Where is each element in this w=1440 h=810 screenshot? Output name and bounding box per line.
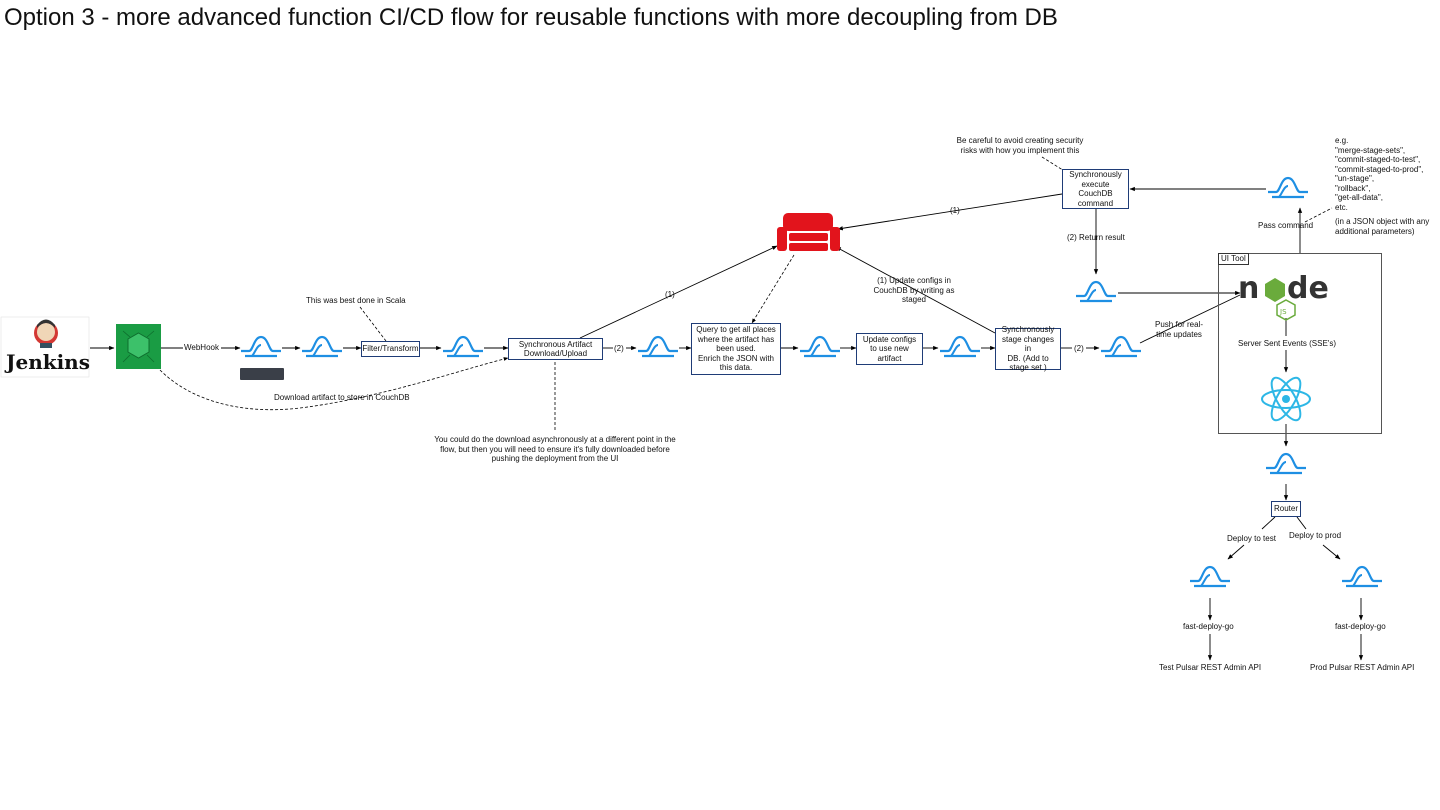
webhook-label: WebHook (184, 343, 219, 352)
svg-text:JS: JS (1279, 308, 1287, 316)
json-object-note: (in a JSON object with any additional pa… (1335, 217, 1430, 236)
scala-note: This was best done in Scala (306, 296, 406, 305)
svg-text:n: n (1238, 271, 1259, 306)
connectors (90, 186, 1364, 661)
artifact-repository-icon (116, 324, 161, 369)
svg-text:de: de (1287, 271, 1329, 306)
fast-deploy-test-label: fast-deploy-go (1183, 622, 1234, 631)
test-admin-api-label: Test Pulsar REST Admin API (1159, 663, 1262, 672)
stage-changes-box[interactable]: Synchronously stage changes in DB. (Add … (995, 325, 1061, 372)
step-two-label: (2) (614, 344, 624, 353)
update-configs-note: (1) Update configs in CouchDB by writing… (873, 276, 955, 304)
deploy-test-label: Deploy to test (1227, 534, 1276, 543)
update-configs-box[interactable]: Update configs to use new artifact (856, 333, 923, 365)
push-updates-label: Push for real- time updates (1154, 320, 1204, 339)
step-one-label: (1) (665, 290, 675, 299)
step-one-label: (1) (950, 206, 960, 215)
async-download-note: You could do the download asynchronously… (434, 435, 676, 463)
jenkins-wordmark: Jenkins (6, 350, 90, 374)
execute-command-box[interactable]: Synchronously execute CouchDB command (1062, 169, 1129, 209)
pass-command-label: Pass command (1258, 221, 1314, 230)
filter-transform-box[interactable]: Filter/Transform (361, 341, 420, 357)
sse-label: Server Sent Events (SSE's) (1238, 339, 1337, 348)
couchdb-icon (777, 213, 840, 251)
storage-icon (240, 368, 284, 380)
query-artifact-usage-box[interactable]: Query to get all places where the artifa… (691, 323, 781, 375)
react-logo (1261, 376, 1311, 422)
artifact-download-box[interactable]: Synchronous Artifact Download/Upload (508, 338, 603, 360)
jenkins-logo (0, 316, 90, 378)
page-title: Option 3 - more advanced function CI/CD … (4, 4, 1058, 31)
download-note: Download artifact to store in CouchDB (274, 393, 410, 402)
step-two-label: (2) (1074, 344, 1084, 353)
nodejs-logo: n de JS (1238, 271, 1329, 321)
prod-admin-api-label: Prod Pulsar REST Admin API (1310, 663, 1415, 672)
dashed-connectors (159, 156, 1333, 432)
deploy-prod-label: Deploy to prod (1289, 531, 1342, 540)
ui-tool-label: UI Tool (1218, 253, 1249, 265)
security-note: Be careful to avoid creating security ri… (956, 136, 1084, 155)
ui-tool-container (1218, 253, 1382, 434)
return-result-label: (2) Return result (1067, 233, 1125, 242)
fast-deploy-prod-label: fast-deploy-go (1335, 622, 1386, 631)
router-box[interactable]: Router (1271, 501, 1301, 517)
command-examples-note: e.g. "merge-stage-sets", "commit-staged-… (1335, 136, 1424, 212)
